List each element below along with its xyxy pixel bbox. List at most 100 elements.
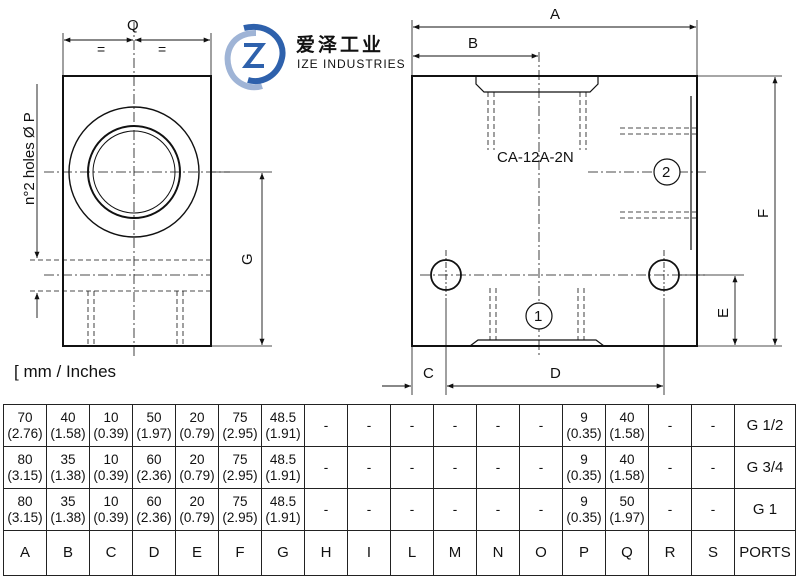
column-header: I: [347, 530, 391, 576]
dim-e-label: E: [715, 308, 732, 318]
table-cell: -: [304, 446, 348, 489]
table-cell: 35(1.38): [46, 446, 90, 489]
table-cell: -: [433, 446, 477, 489]
table-cell: -: [476, 488, 520, 531]
table-cell: -: [519, 488, 563, 531]
table-row: 80(3.15) 35(1.38) 10(0.39) 60(2.36) 20(0…: [3, 488, 796, 531]
table-cell: 9(0.35): [562, 446, 606, 489]
table-cell: 40(1.58): [46, 404, 90, 447]
table-cell: 35(1.38): [46, 488, 90, 531]
table-cell: 10(0.39): [89, 446, 133, 489]
column-header: S: [691, 530, 735, 576]
table-cell: -: [390, 404, 434, 447]
table-cell: -: [304, 404, 348, 447]
table-cell: -: [476, 404, 520, 447]
table-row: 80(3.15) 35(1.38) 10(0.39) 60(2.36) 20(0…: [3, 446, 796, 489]
column-header: R: [648, 530, 692, 576]
column-header: E: [175, 530, 219, 576]
column-header: G: [261, 530, 305, 576]
table-cell: 48.5(1.91): [261, 404, 305, 447]
table-cell: 70(2.76): [3, 404, 47, 447]
table-cell: 10(0.39): [89, 488, 133, 531]
column-header: H: [304, 530, 348, 576]
column-header: PORTS: [734, 530, 796, 576]
technical-drawing: 爱泽工业 IZE INDUSTRIES Q = = n°2 holes: [21, 6, 782, 395]
dim-g-label: G: [239, 253, 256, 265]
front-view-body: [411, 75, 698, 347]
table-cell: 75(2.95): [218, 488, 262, 531]
table-cell: 40(1.58): [605, 404, 649, 447]
column-header: Q: [605, 530, 649, 576]
equal-mark-right: =: [158, 41, 166, 57]
table-cell: 50(1.97): [605, 488, 649, 531]
table-cell: 48.5(1.91): [261, 446, 305, 489]
port-1-balloon: [525, 302, 553, 330]
column-header: N: [476, 530, 520, 576]
table-cell: 80(3.15): [3, 488, 47, 531]
table-cell: -: [691, 404, 735, 447]
table-cell: 75(2.95): [218, 446, 262, 489]
logo-chinese-name: 爱泽工业: [296, 34, 384, 56]
table-cell: 20(0.79): [175, 488, 219, 531]
side-view: [30, 22, 272, 356]
dim-q-label: Q: [127, 17, 139, 34]
port-size-cell: G 1: [734, 488, 796, 531]
column-header: B: [46, 530, 90, 576]
table-cell: -: [347, 488, 391, 531]
logo-english-name: IZE INDUSTRIES: [297, 57, 406, 71]
dim-b-label: B: [468, 35, 478, 52]
port-2-balloon: [653, 158, 681, 186]
table-cell: 20(0.79): [175, 446, 219, 489]
dim-c-label: C: [423, 365, 434, 382]
table-cell: 60(2.36): [132, 446, 176, 489]
column-header: L: [390, 530, 434, 576]
column-header: F: [218, 530, 262, 576]
column-header: O: [519, 530, 563, 576]
table-cell: -: [648, 488, 692, 531]
table-cell: -: [347, 404, 391, 447]
table-header-row: A B C D E F G H I L M N O P Q R S PORTS: [3, 530, 796, 576]
table-cell: 10(0.39): [89, 404, 133, 447]
table-cell: -: [691, 488, 735, 531]
dim-f-label: F: [755, 209, 772, 218]
holes-label: n°2 holes Ø P: [21, 112, 38, 205]
table-cell: 75(2.95): [218, 404, 262, 447]
table-cell: -: [304, 488, 348, 531]
units-label: [ mm / Inches: [14, 362, 117, 381]
port-1-label: 1: [534, 308, 542, 325]
front-view: [382, 20, 782, 395]
table-row: 70(2.76) 40(1.58) 10(0.39) 50(1.97) 20(0…: [3, 404, 796, 447]
table-cell: 60(2.36): [132, 488, 176, 531]
table-cell: 9(0.35): [562, 404, 606, 447]
port-2-label: 2: [662, 164, 670, 181]
table-cell: 20(0.79): [175, 404, 219, 447]
table-cell: -: [691, 446, 735, 489]
port-size-cell: G 3/4: [734, 446, 796, 489]
column-header: M: [433, 530, 477, 576]
table-cell: -: [648, 404, 692, 447]
table-cell: -: [648, 446, 692, 489]
dimensions-table: 70(2.76) 40(1.58) 10(0.39) 50(1.97) 20(0…: [3, 404, 796, 576]
model-label: CA-12A-2N: [497, 149, 574, 166]
table-cell: 9(0.35): [562, 488, 606, 531]
table-cell: -: [347, 446, 391, 489]
table-cell: 40(1.58): [605, 446, 649, 489]
table-cell: -: [390, 446, 434, 489]
table-cell: -: [519, 446, 563, 489]
table-cell: 80(3.15): [3, 446, 47, 489]
dim-d-label: D: [550, 365, 561, 382]
column-header: A: [3, 530, 47, 576]
column-header: P: [562, 530, 606, 576]
equal-mark-left: =: [97, 41, 105, 57]
table-cell: -: [433, 404, 477, 447]
table-cell: -: [390, 488, 434, 531]
side-view-body: [62, 75, 212, 347]
column-header: C: [89, 530, 133, 576]
table-cell: 48.5(1.91): [261, 488, 305, 531]
table-cell: -: [476, 446, 520, 489]
dim-a-label: A: [550, 6, 560, 23]
table-cell: -: [519, 404, 563, 447]
table-cell: -: [433, 488, 477, 531]
company-logo: 爱泽工业 IZE INDUSTRIES: [224, 23, 406, 91]
port-size-cell: G 1/2: [734, 404, 796, 447]
